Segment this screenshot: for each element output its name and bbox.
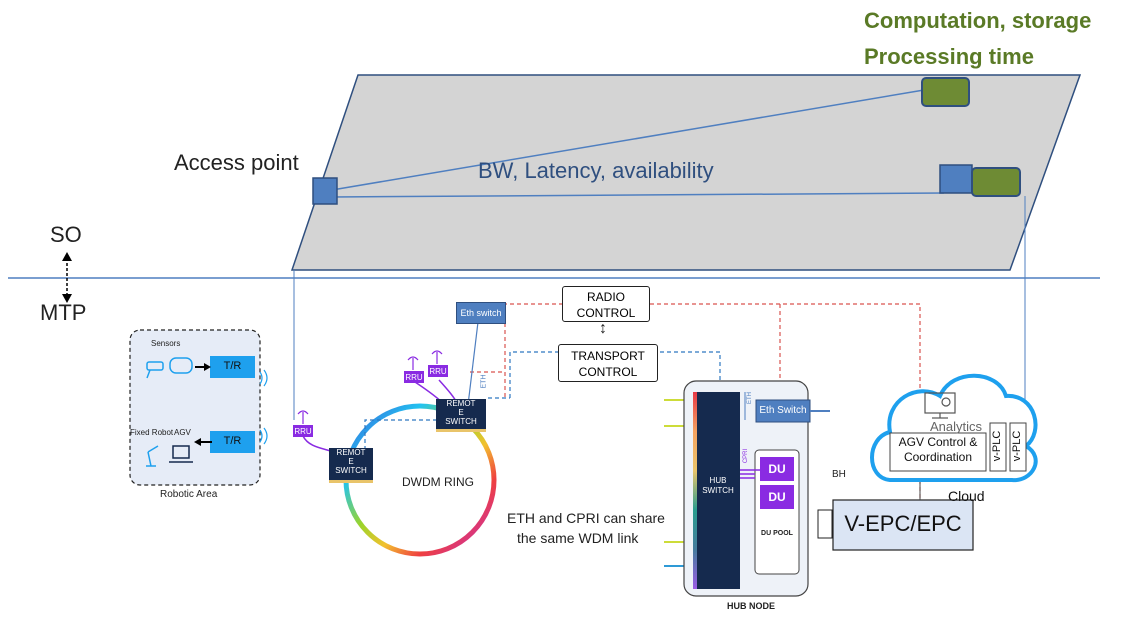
transport-control-box: TRANSPORT CONTROL <box>558 344 658 382</box>
plane-link-upper <box>331 89 925 191</box>
camera-icon <box>146 361 164 379</box>
antenna-icons <box>297 350 443 424</box>
eth-switch-link <box>467 321 479 406</box>
analytics-label: Analytics <box>930 419 983 434</box>
wifi-icon-bottom <box>259 427 268 445</box>
robotic-area-title: Robotic Area <box>160 489 218 500</box>
agv-arrow-head <box>194 438 201 446</box>
eth-switch-small-label: Eth switch <box>460 308 502 318</box>
rru-box-3: RRU <box>428 365 448 377</box>
du-box-1 <box>760 457 794 481</box>
rru-label-2: RRU <box>405 372 423 382</box>
remote-switch-2-l3: SWITCH <box>445 417 477 426</box>
bh-label: BH <box>832 469 846 480</box>
rru-box-2: RRU <box>404 371 424 383</box>
radio-control-box: RADIO CONTROL <box>562 286 650 322</box>
agv-control-label: AGV Control & Coordination <box>890 435 986 465</box>
hub-switch-l1: HUB <box>709 476 727 485</box>
du-pool-label: DU POOL <box>761 530 793 537</box>
remote-switch-1: REMOT E SWITCH <box>329 448 373 483</box>
edge-node-blue <box>939 164 973 194</box>
tr-top-box <box>210 356 255 378</box>
tr-bottom-label: T/R <box>223 435 242 447</box>
access-point-label: Access point <box>174 150 299 175</box>
share-note-line1: ETH and CPRI can share <box>507 510 665 526</box>
tr-top-label: T/R <box>223 360 242 372</box>
transport-control-dashes <box>364 351 721 450</box>
rru-label-3: RRU <box>429 366 447 376</box>
fixed-robot-label: Fixed Robot <box>130 428 174 437</box>
arrow-head-up <box>62 252 72 261</box>
agv-control-l1: AGV Control & <box>898 435 978 449</box>
transport-control-l1: TRANSPORT <box>571 349 645 363</box>
arrow-head-down <box>62 294 72 303</box>
agv-control-box <box>889 432 987 472</box>
hub-switch-l2: SWITCH <box>702 486 734 495</box>
vplc-box-2 <box>1009 422 1027 472</box>
du-box-2 <box>760 485 794 509</box>
vplc-label-1: v-PLC <box>991 430 1003 462</box>
remote-switch-2-l2: E <box>458 408 464 417</box>
robot-arm-icon <box>146 445 159 467</box>
access-point-node <box>312 177 338 205</box>
du-label-2: DU <box>768 490 786 504</box>
sensors-label: Sensors <box>151 339 181 348</box>
remote-switch-1-l2: E <box>348 457 354 466</box>
tr-bottom-box <box>210 431 255 453</box>
agv-control-l2: Coordination <box>903 450 973 464</box>
agv-icon <box>169 445 193 463</box>
service-plane <box>290 74 1082 271</box>
radio-control-l2: CONTROL <box>576 306 636 320</box>
sensor-device-icon <box>169 357 193 374</box>
hub-switch <box>696 392 740 589</box>
remote-switch-2-l1: REMOT <box>446 399 476 408</box>
so-label: SO <box>50 222 82 247</box>
eth-switch-hub-label: Eth Switch <box>759 405 807 416</box>
agv-label: AGV <box>174 428 191 437</box>
eth-tag-label: ETH <box>480 374 488 389</box>
remote-switch-1-l1: REMOT <box>336 448 366 457</box>
remote-switch-2: REMOT E SWITCH <box>436 399 486 432</box>
header-line-1: Computation, storage <box>864 8 1092 33</box>
compute-node-top <box>921 77 970 107</box>
sensor-arrow-head <box>204 363 211 371</box>
cpri-lines <box>740 469 760 479</box>
cloud-label: Cloud <box>948 488 985 504</box>
control-double-arrow: ↕ <box>599 320 607 337</box>
vplc-box-1 <box>989 422 1007 472</box>
eth-vertical-label: ETH <box>747 392 753 404</box>
hub-switch-label: HUB SWITCH <box>696 476 740 496</box>
hub-switch-edge <box>693 392 697 589</box>
eth-switch-small: Eth switch <box>456 302 506 324</box>
rru-box-1: RRU <box>293 425 313 437</box>
vepc-box <box>832 499 974 551</box>
bw-label: BW, Latency, availability <box>478 158 714 183</box>
header-line-2: Processing time <box>864 44 1034 69</box>
analytics-icon <box>924 392 956 419</box>
vepc-port <box>817 509 833 539</box>
remote-switch-1-l3: SWITCH <box>335 466 367 475</box>
cpri-label: CPRI <box>743 448 750 464</box>
radio-control-l1: RADIO <box>586 290 625 304</box>
rru-label-1: RRU <box>294 426 312 436</box>
share-note-line2: the same WDM link <box>517 530 639 546</box>
wifi-icon-top <box>259 369 268 387</box>
vplc-label-2: v-PLC <box>1011 430 1023 462</box>
mtp-label: MTP <box>40 300 87 325</box>
hub-node-label: HUB NODE <box>727 601 776 611</box>
vepc-label: V-EPC/EPC <box>844 511 962 536</box>
transport-control-l2: CONTROL <box>578 365 638 379</box>
dwdm-ring-label: DWDM RING <box>402 475 474 489</box>
du-label-1: DU <box>768 462 786 476</box>
plane-link-lower <box>331 192 945 198</box>
compute-node-bottom <box>971 167 1021 197</box>
